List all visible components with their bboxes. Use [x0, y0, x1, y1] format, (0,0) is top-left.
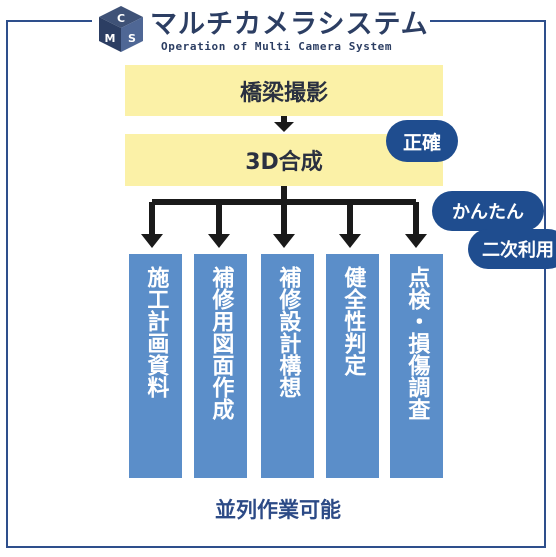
- branch-connector: [152, 186, 416, 205]
- badge-easy: かんたん: [432, 191, 544, 231]
- step-bridge-photography: 橋梁撮影: [125, 65, 443, 116]
- branch-arrow-5: [405, 202, 427, 248]
- output-construction-plan-docs: 施工計画資料: [129, 254, 182, 478]
- system-subtitle: Operation of Multi Camera System: [161, 40, 393, 53]
- parallel-work-label: 並列作業可能: [215, 498, 341, 522]
- logo-letter-m: M: [105, 32, 116, 45]
- branch-arrow-1: [141, 202, 163, 248]
- output-repair-design-concept: 補修設計構想: [261, 254, 314, 478]
- output-inspection-damage-survey: 点検・損傷調査: [390, 254, 443, 478]
- badge-secondary-use: 二次利用: [468, 229, 556, 269]
- header-gap: [92, 14, 430, 30]
- logo-letter-c: C: [117, 12, 125, 25]
- cms-cube-logo: C M S: [99, 6, 143, 52]
- badge-accurate: 正確: [386, 120, 458, 162]
- output-soundness-assessment: 健全性判定: [326, 254, 379, 478]
- branch-arrow-3: [273, 202, 295, 248]
- system-title: マルチカメラシステム: [150, 9, 429, 40]
- output-repair-drawings: 補修用図面作成: [194, 254, 247, 478]
- branch-arrow-4: [339, 202, 361, 248]
- logo-letter-s: S: [128, 32, 136, 45]
- arrow-step1-to-step2: [274, 116, 294, 132]
- branch-arrow-2: [208, 202, 230, 248]
